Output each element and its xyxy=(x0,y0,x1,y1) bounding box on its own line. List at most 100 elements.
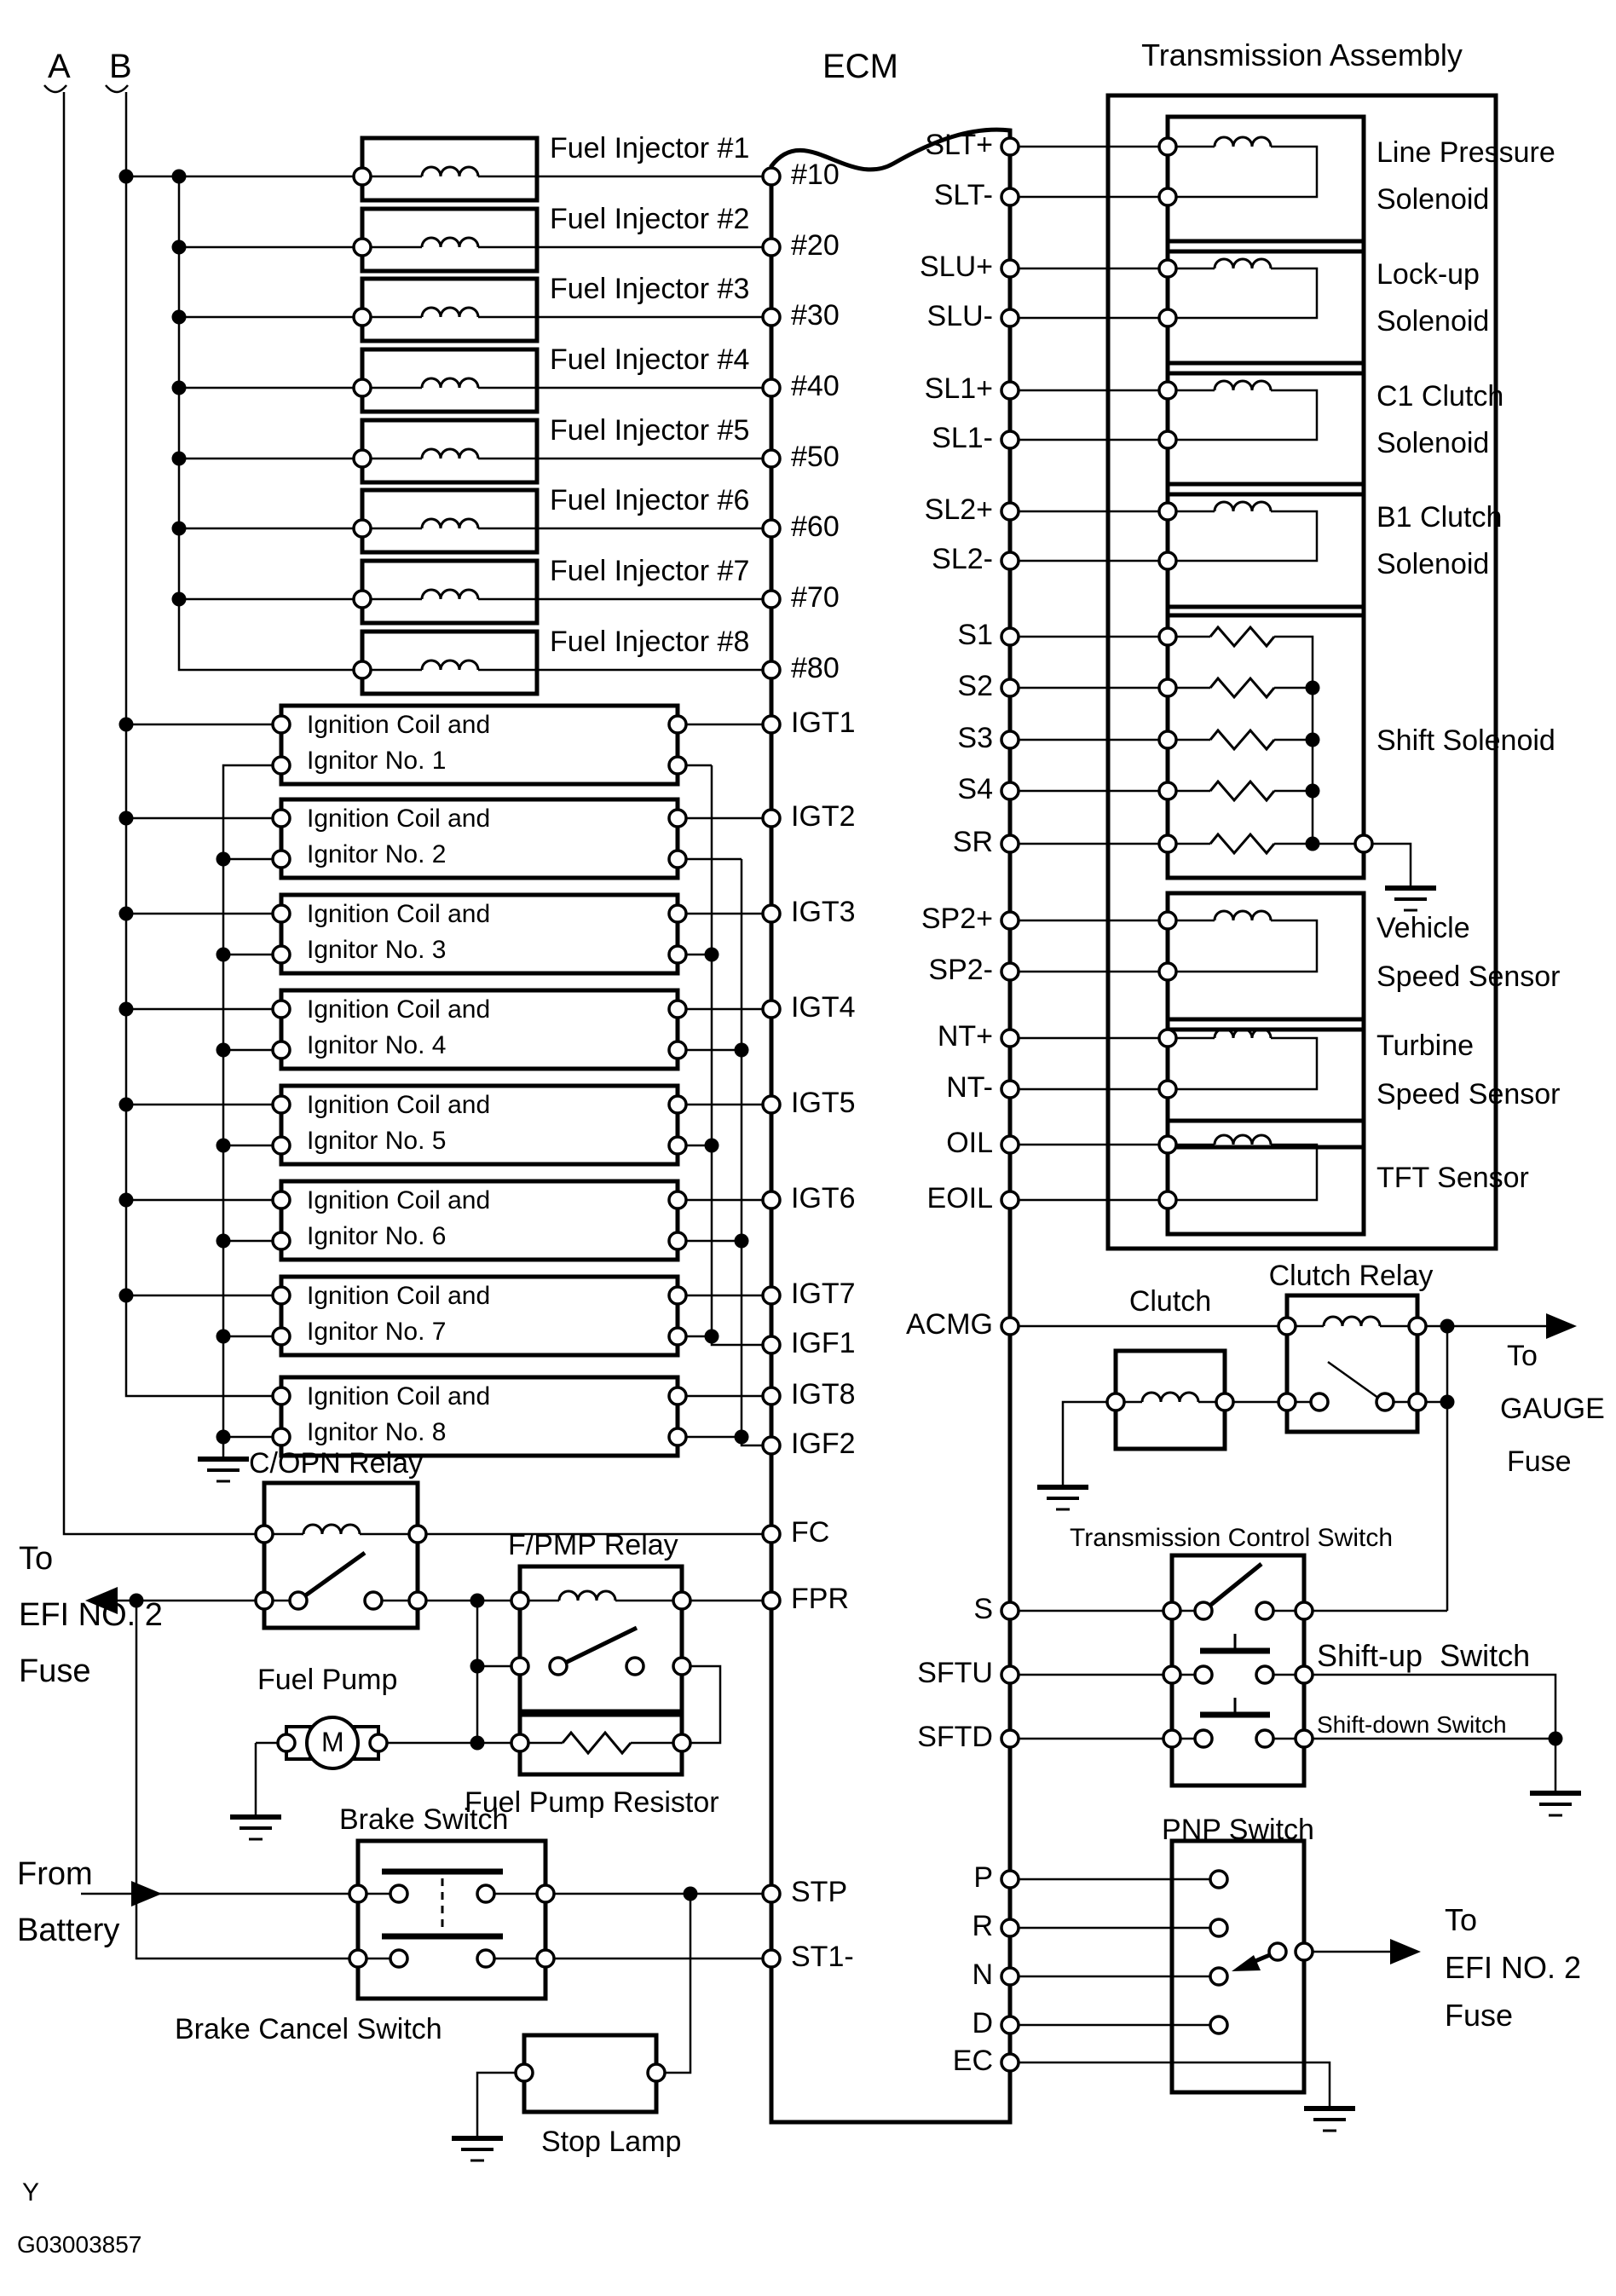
injector-label: Fuel Injector #4 xyxy=(550,343,750,376)
ignition-label-line1: Ignition Coil and xyxy=(307,1282,491,1310)
solenoid-wires xyxy=(1010,145,1412,1202)
injector-wires xyxy=(126,175,771,672)
ecm-pin-label: SLU- xyxy=(926,300,993,332)
ecm-pin-label: SLU+ xyxy=(920,251,993,283)
ecm-pin-label: SFTD xyxy=(917,1721,993,1753)
tcs-box xyxy=(1169,1553,1307,1788)
stop-lamp-label: Stop Lamp xyxy=(541,2126,682,2158)
pnp-selector-arrow-icon xyxy=(1232,1955,1261,1971)
ignition-label-line1: Ignition Coil and xyxy=(307,1091,491,1119)
solenoid-label: Solenoid xyxy=(1376,548,1490,580)
ecm-pin-label: IGT8 xyxy=(791,1378,856,1410)
ignition-label-line2: Ignitor No. 8 xyxy=(307,1418,447,1446)
solenoid-label: Speed Sensor xyxy=(1376,961,1561,993)
ecm-pin-label: #20 xyxy=(791,229,840,262)
ecm-pin-label: #10 xyxy=(791,159,840,191)
injector-label: Fuel Injector #8 xyxy=(550,626,750,658)
ignition-label-line2: Ignitor No. 6 xyxy=(307,1222,447,1250)
fuel-circuit-wires xyxy=(89,1532,771,1960)
footer-mark: Y xyxy=(22,2178,40,2207)
brake-cancel-label: Brake Cancel Switch xyxy=(175,2013,442,2045)
ecm-pin-label: SLT+ xyxy=(925,129,993,161)
ecm-pin-label: SP2- xyxy=(928,954,993,986)
ecm-pin-label: #80 xyxy=(791,652,840,684)
lead-b-squiggle-icon xyxy=(105,84,129,94)
brake-contact-icons xyxy=(382,1868,503,1940)
ignition-label-line1: Ignition Coil and xyxy=(307,1382,491,1410)
ignition-label-line1: Ignition Coil and xyxy=(307,995,491,1024)
terminal-circles xyxy=(254,136,1428,2083)
solenoid-coil-icons xyxy=(1213,136,1273,1145)
injector-label: Fuel Injector #2 xyxy=(550,203,750,235)
ignition-label-line2: Ignitor No. 5 xyxy=(307,1127,447,1155)
ecm-title: ECM xyxy=(822,48,898,85)
ecm-pin-label: S3 xyxy=(957,722,993,754)
fpmp-relay-label: F/PMP Relay xyxy=(508,1529,678,1561)
ecm-pin-label: IGT3 xyxy=(791,896,856,928)
to-efi-left-label: EFI NO. 2 xyxy=(19,1597,163,1633)
ground-icon xyxy=(198,1457,249,1483)
pnp-box xyxy=(1169,1838,1307,2095)
fuel-pump-label: Fuel Pump xyxy=(257,1664,398,1696)
to-efi-right-label: Fuse xyxy=(1445,1998,1514,2033)
ecm-pin-label: S xyxy=(973,1593,993,1625)
pnp-title: PNP Switch xyxy=(1162,1814,1314,1846)
ecm-pin-label: #40 xyxy=(791,370,840,402)
ecm-pin-label: NT- xyxy=(946,1071,993,1104)
injector-coil-icons xyxy=(420,165,480,671)
shift-resistor-icons xyxy=(1209,625,1276,856)
ground-icon xyxy=(452,2136,503,2162)
shift-down-switch-label: Shift-down Switch xyxy=(1317,1711,1507,1738)
solenoid-label: Solenoid xyxy=(1376,305,1490,337)
transmission-title: Transmission Assembly xyxy=(1141,37,1463,72)
ecm-pin-label: OIL xyxy=(946,1127,993,1159)
to-efi-right-label: To xyxy=(1445,1902,1478,1937)
ecm-outline xyxy=(769,127,1013,2125)
from-battery-arrow-icon xyxy=(131,1881,162,1907)
arrow-icons xyxy=(85,1313,1577,1971)
ignition-boxes xyxy=(279,703,680,1458)
lead-b-label: B xyxy=(109,48,132,85)
ecm-pin-label: STP xyxy=(791,1876,848,1908)
solenoid-label: Solenoid xyxy=(1376,183,1490,216)
footer-code: G03003857 xyxy=(17,2231,142,2258)
solenoid-label: Shift Solenoid xyxy=(1376,724,1555,757)
ecm-pin-label: #70 xyxy=(791,581,840,614)
tcs-wires xyxy=(1010,1562,1557,1793)
ecm-pin-label: IGF2 xyxy=(791,1428,856,1460)
ecm-pin-label: IGT7 xyxy=(791,1278,856,1310)
to-efi-left-label: Fuse xyxy=(19,1653,91,1689)
ecm-pin-label: IGT6 xyxy=(791,1182,856,1214)
to-gauge-arrow-icon xyxy=(1546,1313,1577,1339)
injector-boxes xyxy=(360,136,540,696)
ecm-pin-label: IGF1 xyxy=(791,1327,856,1359)
ecm-pin-label: SFTU xyxy=(917,1657,993,1689)
ecm-pin-label: N xyxy=(972,1959,993,1991)
solenoid-label: Speed Sensor xyxy=(1376,1078,1561,1111)
solenoid-label: C1 Clutch xyxy=(1376,380,1504,412)
push-switch-icons xyxy=(1200,1634,1270,1718)
ecm-pin-label: S4 xyxy=(957,773,993,805)
ecm-pin-label: SL2+ xyxy=(924,493,993,526)
ecm-pin-label: SL1+ xyxy=(924,372,993,405)
injector-label: Fuel Injector #3 xyxy=(550,273,750,305)
solenoid-label: Lock-up xyxy=(1376,258,1480,291)
ecm-pin-label: SLT- xyxy=(933,179,993,211)
fuel-pump-resistor-label: Fuel Pump Resistor xyxy=(465,1786,719,1819)
solenoid-boxes xyxy=(1165,114,1366,1237)
injector-label: Fuel Injector #7 xyxy=(550,555,750,587)
ecm-pin-label: IGT1 xyxy=(791,707,856,739)
ecm-pin-label: S2 xyxy=(957,670,993,702)
fuel-pump-motor-icon xyxy=(285,1716,380,1770)
ignition-label-line1: Ignition Coil and xyxy=(307,805,491,833)
clutch-circuit-wires xyxy=(1010,1324,1546,1611)
ecm-pin-label: P xyxy=(973,1861,993,1894)
ignition-label-line1: Ignition Coil and xyxy=(307,711,491,739)
ecm-pin-label: EC xyxy=(952,2045,993,2077)
injector-label: Fuel Injector #1 xyxy=(550,132,750,164)
ecm-pin-label: SP2+ xyxy=(921,903,993,935)
transmission-outline xyxy=(1105,93,1498,1251)
ecm-pin-label: SR xyxy=(952,826,993,858)
